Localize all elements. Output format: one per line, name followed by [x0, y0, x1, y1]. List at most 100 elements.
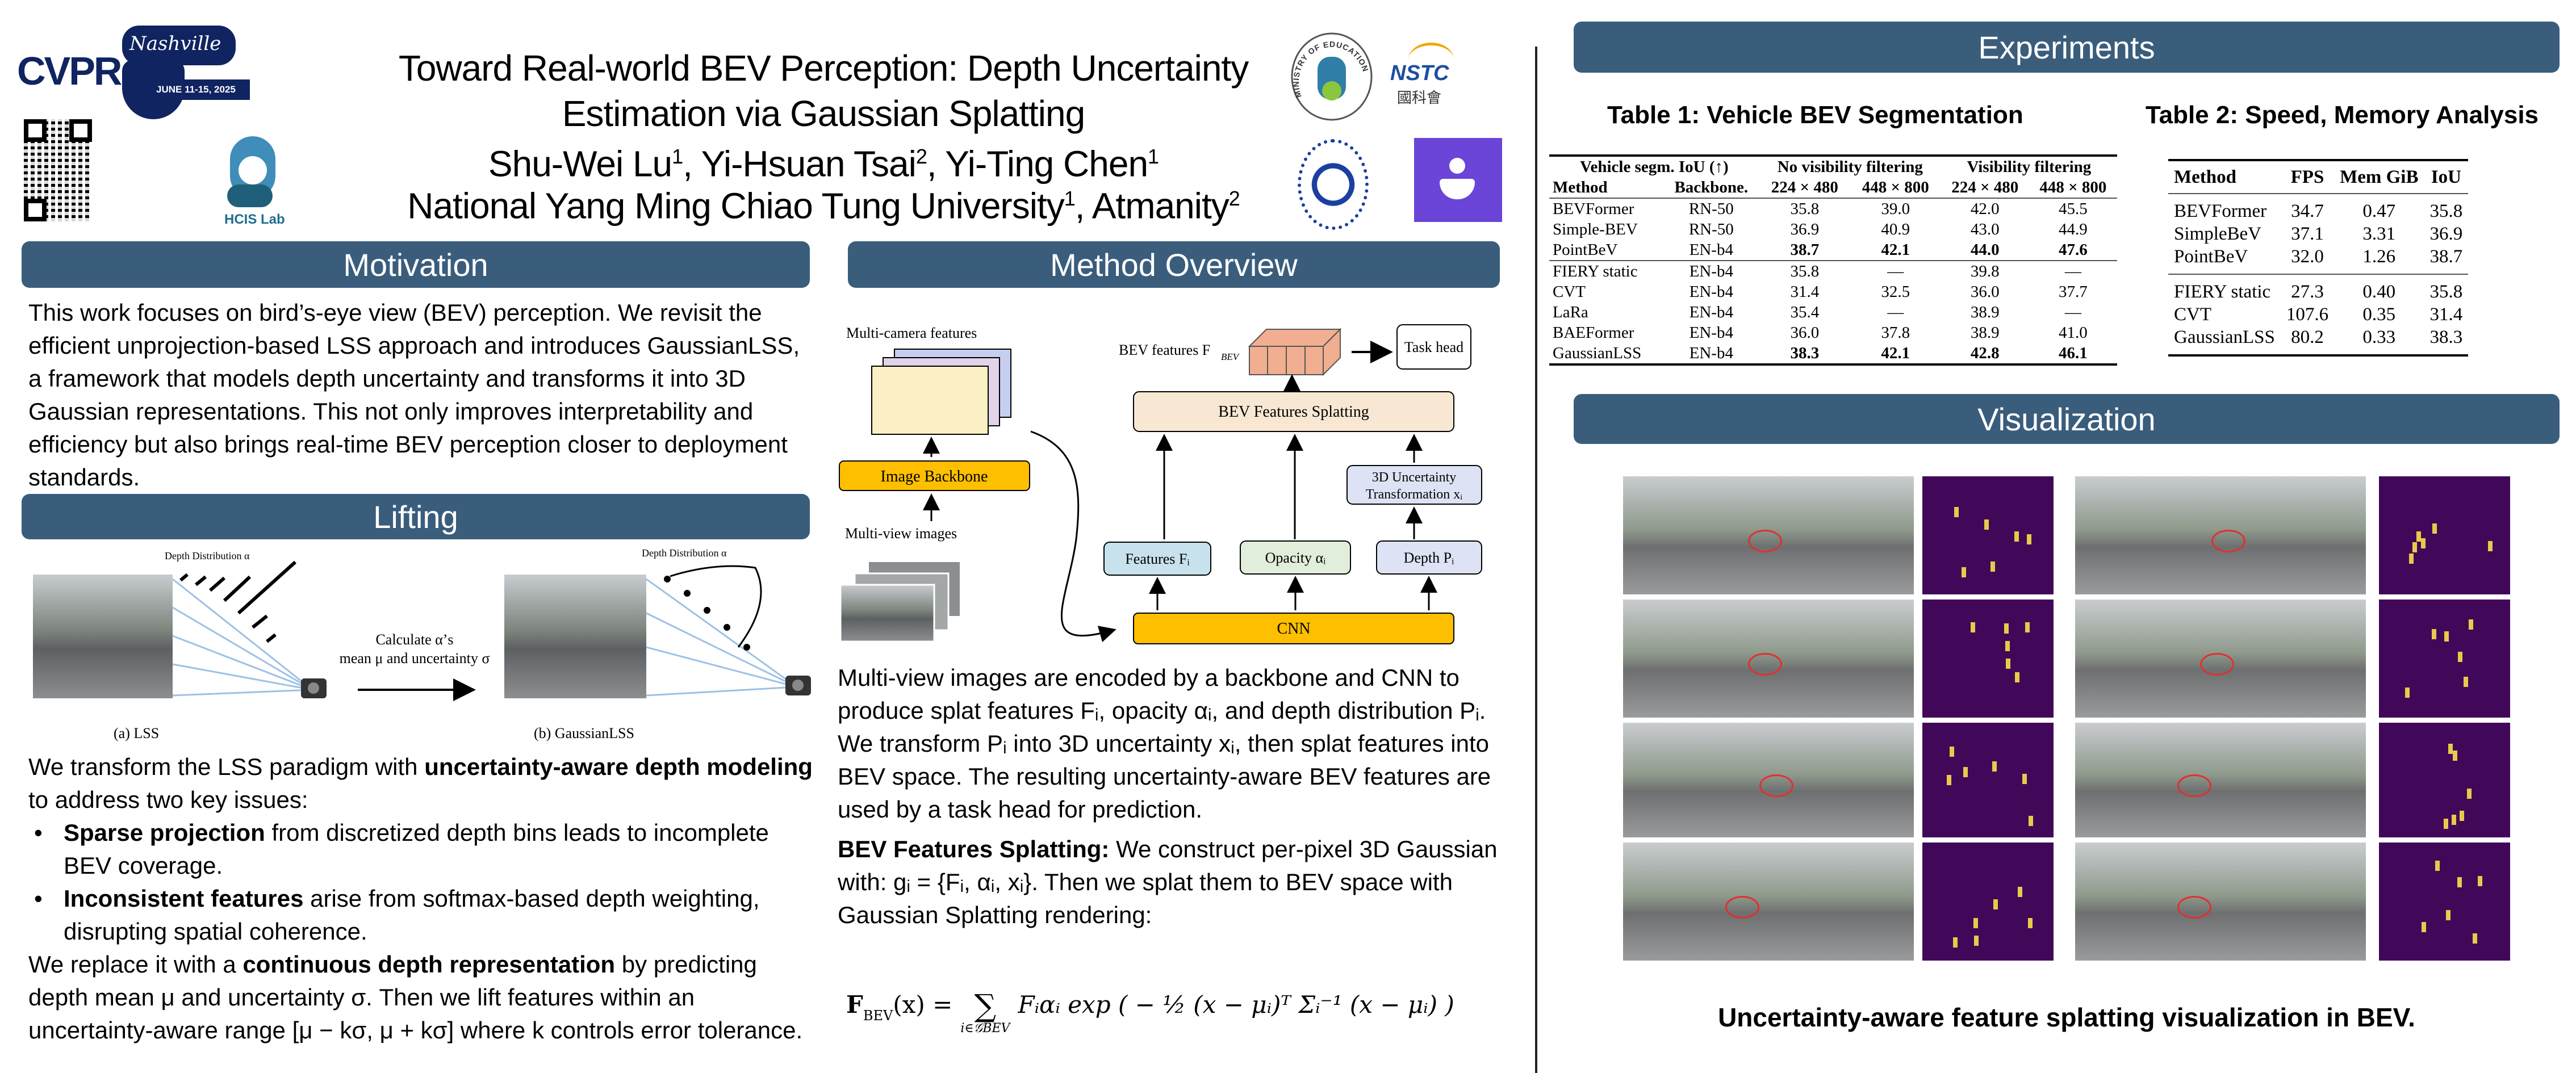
vehicle-blob: [2431, 628, 2436, 639]
table-cell: 38.9: [1970, 324, 2000, 342]
svg-text:Image Backbone: Image Backbone: [881, 468, 988, 485]
svg-text:mean μ and uncertainty σ: mean μ and uncertainty σ: [340, 650, 490, 667]
svg-text:Depth Distribution α: Depth Distribution α: [165, 550, 250, 561]
vehicle-blob: [2443, 819, 2448, 829]
lifting-paragraph-1: We transform the LSS paradigm with uncer…: [28, 753, 813, 813]
table-cell: 38.7: [2429, 246, 2463, 267]
column-header: FPS: [2280, 159, 2335, 194]
table-cell: CVT: [1553, 283, 1586, 301]
vehicle-blob: [2488, 541, 2493, 551]
features-box: [1103, 542, 1211, 576]
highlight-circle: [1759, 774, 1793, 797]
vehicle-blob: [1993, 899, 1998, 909]
vehicle-blob: [1950, 747, 1954, 757]
vehicle-blob: [2432, 523, 2437, 534]
table-cell: EN-b4: [1689, 283, 1733, 301]
calculate-arrow: Calculate α’s mean μ and uncertainty σ: [340, 631, 490, 701]
table-cell: 31.4: [1790, 283, 1820, 301]
column-divider: [1535, 47, 1537, 1073]
motivation-heading: Motivation: [22, 241, 810, 288]
vehicle-blob: [2405, 687, 2410, 698]
table-cell: FIERY static: [2168, 274, 2281, 303]
table-cell: EN-b4: [1689, 303, 1733, 321]
table-cell: 44.0: [1970, 241, 2000, 259]
table-cell: 107.6: [2286, 304, 2329, 325]
vehicle-blob: [2412, 542, 2418, 553]
bev-splatting-map: [2379, 843, 2510, 961]
table2-title: Table 2: Speed, Memory Analysis: [2146, 101, 2539, 129]
vehicle-blob: [2452, 815, 2456, 825]
group-header-cell: No visibility filtering: [1777, 158, 1923, 176]
bev-splatting-map: [1922, 843, 2054, 961]
table-cell: 35.8: [2424, 274, 2469, 303]
vehicle-blob: [1992, 761, 1997, 772]
table-cell: 39.8: [1941, 260, 2029, 282]
poster-title-line1: Toward Real-world BEV Perception: Depth …: [398, 48, 1249, 89]
vehicle-blob: [2027, 534, 2031, 544]
table-cell: 41.0: [2059, 324, 2088, 342]
highlight-circle: [2200, 652, 2234, 676]
vehicle-blob: [1961, 567, 1966, 577]
vehicle-blob: [2014, 531, 2019, 542]
lifting-text: We transform the LSS paradigm with uncer…: [28, 751, 815, 1047]
table-cell: 47.6: [2059, 241, 2088, 259]
table-cell: 34.7: [2280, 193, 2335, 223]
table-cell: —: [2029, 260, 2117, 282]
table-cell: 36.9: [2429, 224, 2463, 244]
svg-text:CNN: CNN: [1277, 620, 1310, 638]
image-backbone-box: [839, 460, 1030, 491]
table-cell: CVT: [2174, 304, 2211, 325]
table-cell: 0.35: [2362, 304, 2396, 325]
table-cell: LaRa: [1553, 303, 1588, 321]
authors: Shu-Wei Lu1, Yi-Hsuan Tsai2, Yi-Ting Che…: [488, 143, 1159, 185]
vehicle-blob: [2458, 652, 2463, 663]
bev-splatting-map: [2379, 476, 2510, 594]
highlight-circle: [2177, 895, 2211, 919]
vehicle-blob: [2422, 922, 2427, 933]
vehicle-blob: [2005, 641, 2010, 652]
svg-text:Features Fᵢ: Features Fᵢ: [1125, 551, 1190, 567]
column-header: IoU: [2424, 159, 2469, 194]
table-cell: 36.9: [1790, 220, 1820, 238]
table-cell: PointBeV: [2174, 246, 2248, 267]
ministry-of-education-logo: MINISTRY OF EDUCATION: [1291, 32, 1373, 121]
table1-title: Table 1: Vehicle BEV Segmentation: [1607, 101, 2023, 129]
table-cell: 0.33: [2334, 326, 2424, 357]
table-cell: RN-50: [1663, 198, 1759, 219]
vehicle-blob: [2408, 553, 2414, 564]
bev-splatting-map: [2379, 600, 2510, 718]
qr-code[interactable]: [24, 119, 92, 221]
issue-list: Sparse projection from discretized depth…: [28, 816, 815, 948]
svg-text:Depth Distribution α: Depth Distribution α: [642, 547, 727, 559]
table-cell: 45.5: [2029, 198, 2117, 219]
table-cell: 32.5: [1881, 283, 1910, 301]
camera-view-image: [1623, 723, 1914, 837]
group-header-cell: Visibility filtering: [1967, 158, 2092, 176]
vehicle-blob: [2435, 861, 2440, 871]
table-cell: 40.9: [1881, 220, 1910, 238]
lifting-paragraph-2: We replace it with a continuous depth re…: [28, 951, 803, 1043]
cvpr-logo: CVPR Nashville JUNE 11-15, 2025: [17, 26, 256, 122]
vehicle-blob: [2446, 909, 2451, 920]
svg-text:Multi-camera features: Multi-camera features: [846, 325, 977, 341]
depth-box: [1376, 540, 1482, 575]
table-cell: 0.40: [2334, 274, 2424, 303]
table-cell: PointBeV: [1553, 241, 1618, 259]
group-header-cell: Vehicle segm. IoU (↑): [1580, 158, 1729, 176]
vehicle-blob: [1953, 937, 1958, 948]
vehicle-blob: [1984, 519, 1989, 530]
table-cell: 32.0: [2291, 246, 2324, 267]
vehicle-blob: [2448, 744, 2453, 755]
table-cell: —: [2064, 303, 2081, 321]
vehicle-blob: [2018, 887, 2022, 897]
bev-feature-grid: [1248, 328, 1342, 376]
highlight-circle: [2177, 774, 2211, 797]
svg-text:Calculate α’s: Calculate α’s: [375, 631, 453, 648]
